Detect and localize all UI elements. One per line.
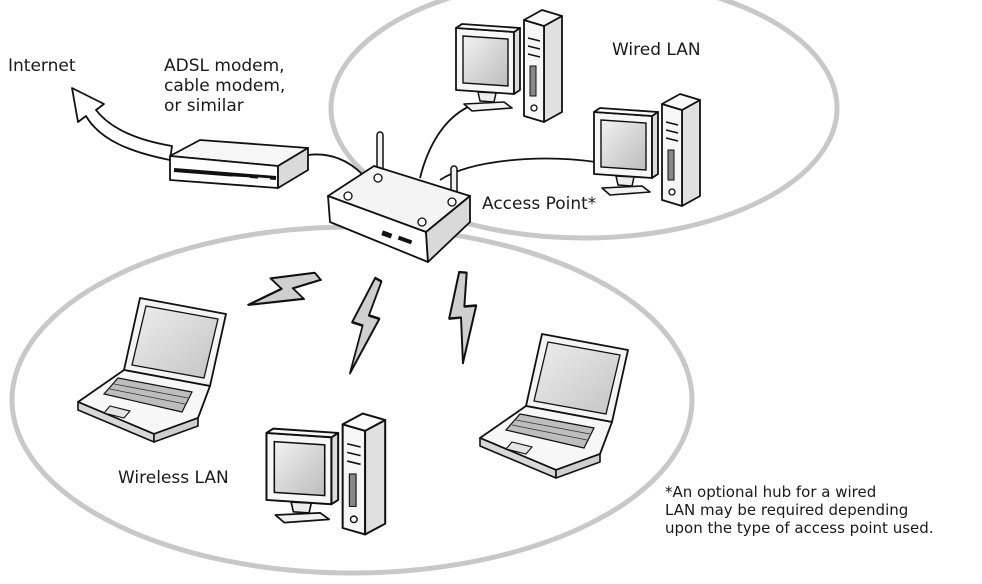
internet-arrow-icon <box>71 87 173 161</box>
wired-pc-2-icon <box>593 93 701 207</box>
wired-lan-boundary <box>328 0 840 241</box>
wireless-desktop-pc-icon <box>265 412 387 536</box>
footnote-line3: upon the type of access point used. <box>665 519 934 537</box>
footnote-line1: *An optional hub for a wired <box>665 483 877 501</box>
wireless-laptop-left-icon <box>77 297 227 443</box>
wireless-laptop-right-icon <box>479 333 629 479</box>
modem-icon <box>169 139 309 189</box>
wireless-signal-icon-left <box>247 251 324 332</box>
ap-to-pc2-cable <box>439 157 597 181</box>
wireless-lan-label: Wireless LAN <box>118 468 229 488</box>
wired-lan-label: Wired LAN <box>612 40 701 60</box>
wired-pc-1-icon <box>455 9 563 123</box>
modem-label-line3: or similar <box>164 96 244 116</box>
ap-to-pc1-cable <box>419 105 471 179</box>
access-point-icon <box>327 131 471 263</box>
modem-to-ap-cable <box>307 153 363 175</box>
wireless-signal-icon-center <box>348 276 383 375</box>
wireless-signal-icon-right <box>432 268 497 365</box>
footnote-line2: LAN may be required depending <box>665 501 909 519</box>
modem-label-line2: cable modem, <box>164 76 286 96</box>
modem-label-line1: ADSL modem, <box>164 56 285 76</box>
access-point-label: Access Point* <box>482 194 597 214</box>
internet-label: Internet <box>8 56 76 76</box>
